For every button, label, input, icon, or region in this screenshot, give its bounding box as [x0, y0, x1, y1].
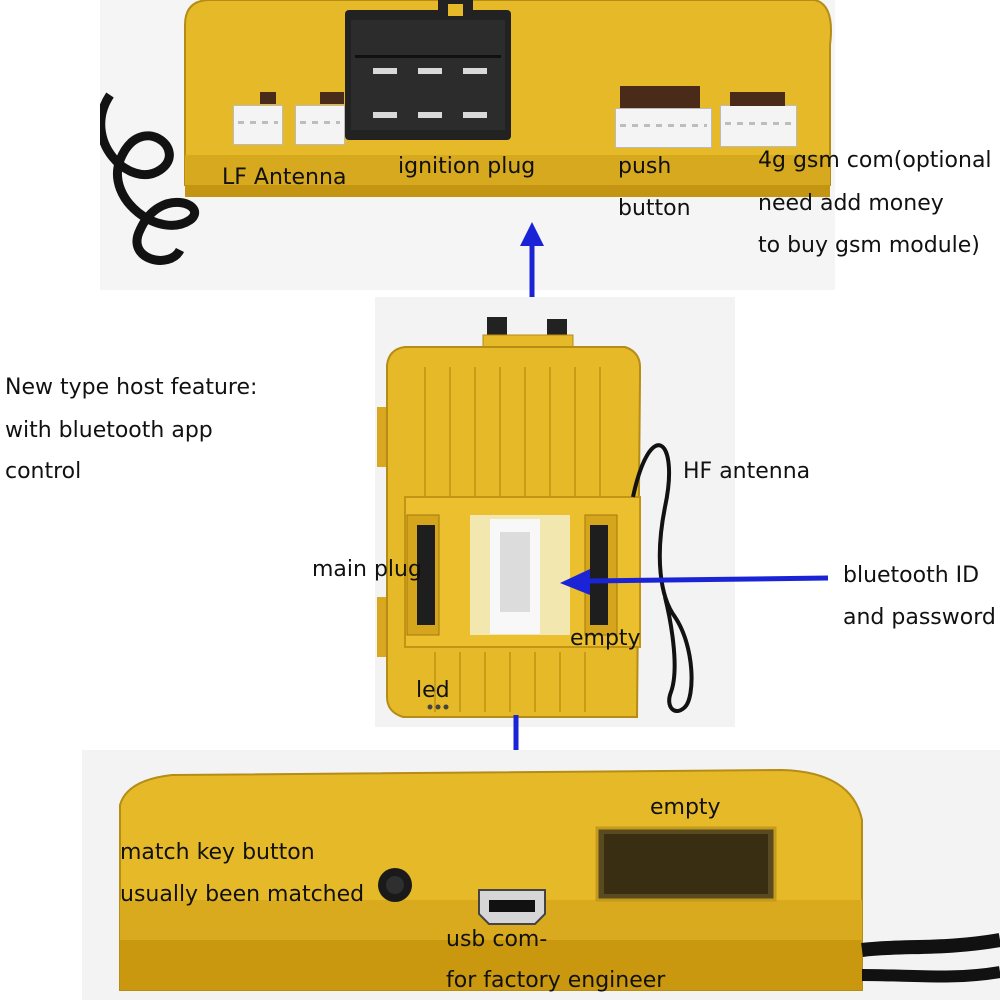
feature-line-2: with bluetooth app — [5, 418, 213, 443]
connector-socket — [730, 92, 785, 106]
bluetooth-id-label-2: and password — [843, 605, 996, 630]
push-button-label-2: button — [618, 196, 691, 221]
led-label: led — [416, 678, 450, 703]
gsm-label-3: to buy gsm module) — [758, 233, 980, 258]
middle-photo-panel — [375, 297, 735, 727]
match-key-label-2: usually been matched — [120, 882, 365, 907]
usb-com-label-1: usb com- — [446, 927, 548, 952]
ignition-plug-label: ignition plug — [398, 154, 536, 179]
connector-socket — [260, 92, 276, 104]
connector-socket — [620, 86, 700, 108]
usb-com-label-2: for factory engineer — [446, 968, 666, 993]
hf-antenna-label: HF antenna — [683, 459, 811, 484]
lf-antenna-cable — [100, 92, 199, 265]
gsm-label-2: need add money — [758, 191, 944, 216]
gsm-label-1: 4g gsm com(optional — [758, 148, 992, 173]
push-button-label-1: push — [618, 154, 672, 179]
match-button-icon — [378, 868, 412, 902]
gsm-connector — [720, 105, 797, 147]
empty-connector-label: empty — [570, 626, 641, 651]
match-key-label-1: match key button — [120, 840, 315, 865]
lf-antenna-label: LF Antenna — [222, 165, 347, 190]
lf-antenna-connector-1 — [233, 105, 283, 145]
empty-slot-label: empty — [650, 795, 721, 820]
bluetooth-id-label-1: bluetooth ID — [843, 563, 980, 588]
led-icon — [427, 704, 433, 710]
feature-line-1: New type host feature: — [5, 375, 258, 400]
top-photo-panel — [100, 0, 835, 290]
usb-port-icon — [478, 889, 546, 925]
arrow-icon — [560, 569, 829, 595]
bottom-housing-illustration — [82, 750, 1000, 1000]
middle-housing-illustration — [375, 297, 735, 727]
connector-socket — [320, 92, 344, 104]
push-button-connector — [615, 108, 712, 148]
ignition-plug-icon — [345, 0, 511, 140]
bottom-photo-panel — [82, 750, 1000, 1000]
lf-antenna-connector-2 — [295, 105, 345, 145]
feature-line-3: control — [5, 459, 82, 484]
main-plug-label: main plug — [312, 557, 422, 582]
